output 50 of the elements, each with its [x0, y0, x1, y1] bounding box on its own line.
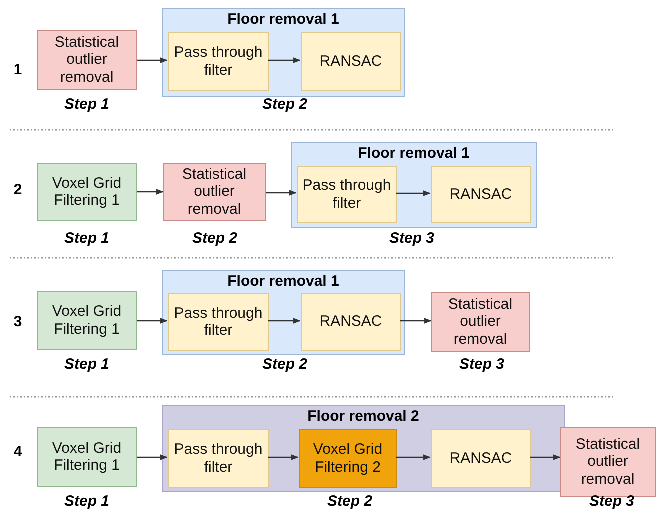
- process-box: Voxel Grid Filtering 1: [37, 427, 137, 487]
- step-label: Step 3: [390, 230, 434, 247]
- step-label: Step 1: [64, 356, 110, 373]
- process-box: Voxel Grid Filtering 1: [37, 163, 137, 221]
- process-box: Pass through filter: [168, 429, 269, 488]
- row-number: 3: [14, 314, 22, 330]
- process-box: Statistical outlier removal: [37, 30, 137, 90]
- arrow: [137, 318, 168, 324]
- arrow: [137, 189, 164, 195]
- arrow: [530, 454, 561, 460]
- row-number: 1: [14, 62, 22, 78]
- arrow: [137, 454, 168, 460]
- step-label: Step 2: [262, 96, 308, 113]
- arrow: [400, 318, 432, 324]
- arrow: [268, 58, 301, 64]
- group-panel: [162, 8, 405, 97]
- arrow: [268, 318, 301, 324]
- group-panel: [162, 405, 565, 492]
- process-box: Voxel Grid Filtering 2: [299, 429, 397, 488]
- step-label: Step 1: [64, 493, 110, 510]
- group-title: Floor removal 2: [308, 408, 420, 425]
- process-box: RANSAC: [301, 32, 401, 91]
- process-box: Pass through filter: [168, 32, 269, 91]
- step-label: Step 1: [64, 96, 110, 113]
- group-panel: [162, 270, 405, 355]
- arrow: [396, 454, 431, 460]
- arrow: [396, 190, 431, 196]
- arrow: [266, 190, 297, 196]
- arrow: [268, 454, 299, 460]
- step-label: Step 1: [64, 230, 110, 247]
- row-number: 2: [14, 182, 22, 198]
- process-box: Pass through filter: [168, 293, 269, 351]
- row-number: 4: [14, 444, 22, 460]
- group-panel: [291, 142, 537, 228]
- process-box: Statistical outlier removal: [560, 427, 656, 497]
- process-box: RANSAC: [431, 166, 531, 223]
- step-label: Step 2: [328, 493, 372, 510]
- process-box: Statistical outlier removal: [163, 163, 266, 221]
- group-title: Floor removal 1: [358, 145, 470, 162]
- arrow: [137, 58, 168, 64]
- group-title: Floor removal 1: [228, 11, 340, 28]
- process-box: RANSAC: [301, 293, 401, 351]
- group-title: Floor removal 1: [228, 273, 340, 290]
- step-label: Step 3: [460, 356, 504, 373]
- process-box: Statistical outlier removal: [431, 292, 530, 352]
- process-box: Voxel Grid Filtering 1: [37, 291, 137, 350]
- process-box: Pass through filter: [297, 166, 397, 223]
- step-label: Step 2: [262, 356, 308, 373]
- step-label: Step 2: [192, 230, 238, 247]
- process-box: RANSAC: [431, 429, 531, 488]
